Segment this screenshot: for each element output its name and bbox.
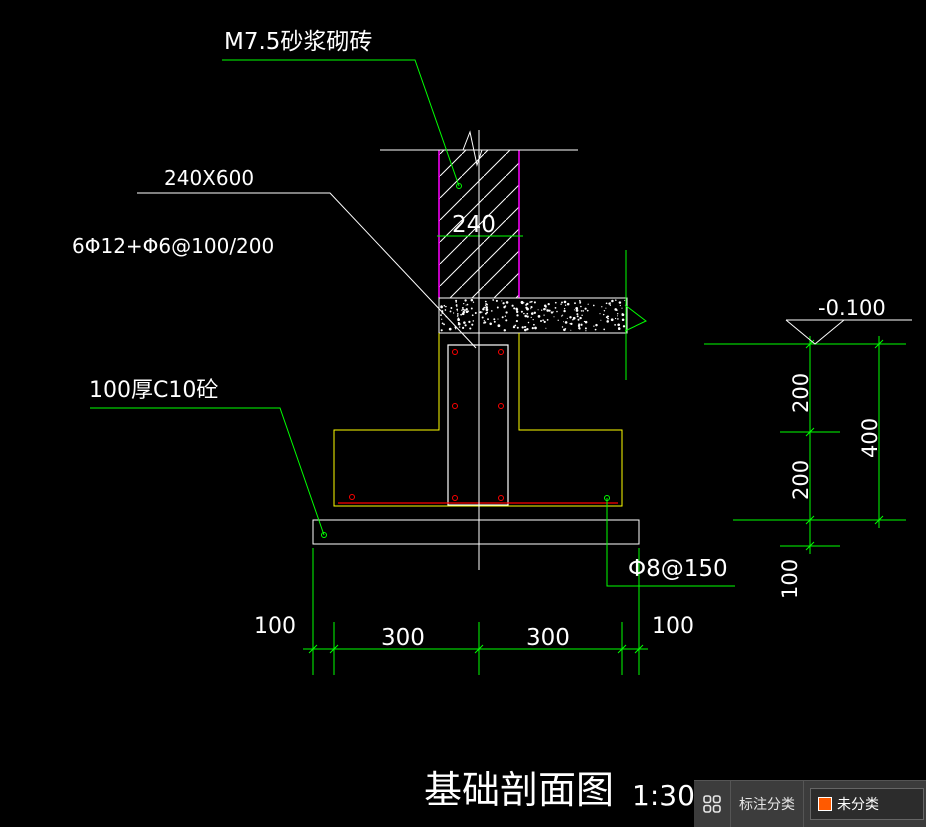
beam-size-label: 240X600 [164,166,254,190]
dimension-200-lower: 200 [789,460,813,500]
leaders [90,59,735,587]
grid-icon [703,795,721,813]
footing [312,333,640,545]
dimension-400: 400 [858,418,882,458]
drawing-scale: 1:30 [632,779,695,812]
dimension-300-left: 300 [381,625,425,651]
stirrup-label: Φ8@150 [628,556,728,582]
pad-label: 100厚C10砼 [89,378,218,403]
dimension-300-right: 300 [526,625,570,651]
annotation-category-button[interactable] [694,781,731,827]
dimension-100-left: 100 [254,614,296,639]
annotation-category-label: 标注分类 [731,781,804,827]
dimension-100-vertical: 100 [778,559,802,599]
right-dimensions [625,250,906,554]
dimension-100-right: 100 [652,614,694,639]
beam-rebar-label: 6Φ12+Φ6@100/200 [72,234,274,258]
annotation-status-bar: 标注分类 未分类 [694,780,926,827]
category-color-swatch [818,797,832,811]
elevation-marker [785,319,912,345]
bottom-dimensions [303,548,648,675]
category-dropdown[interactable]: 未分类 [810,788,924,820]
mortar-label: M7.5砂浆砌砖 [224,29,372,55]
wall-width-dimension: 240 [452,212,496,238]
elevation-value: -0.100 [818,296,886,320]
concrete-slab [438,297,647,334]
ground-beam [338,344,618,506]
drawing-title: 基础剖面图 [424,768,614,812]
category-dropdown-value: 未分类 [837,797,879,813]
dimension-200-upper: 200 [789,373,813,413]
